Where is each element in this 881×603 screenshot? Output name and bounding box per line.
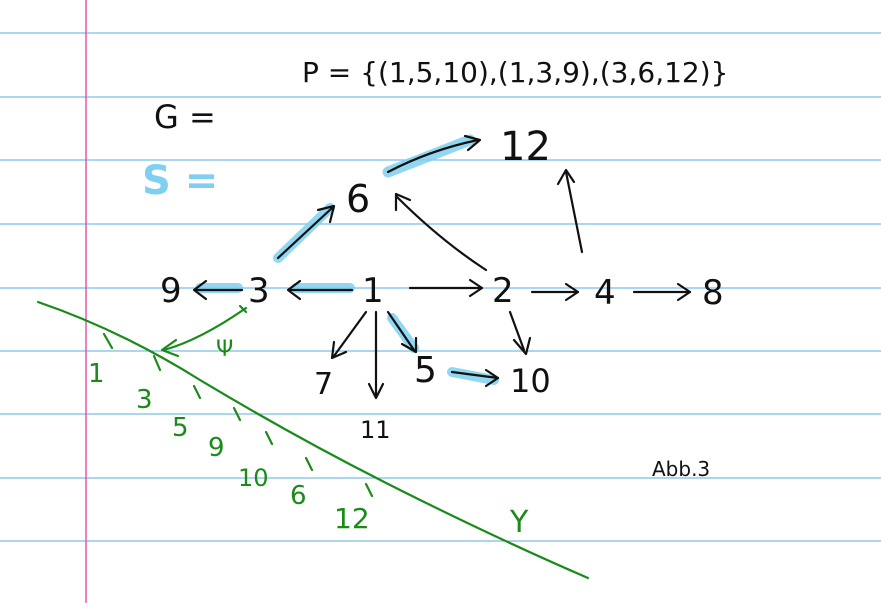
tick-label: 9 (208, 433, 225, 463)
label-g: G = (154, 98, 216, 136)
tick-label: 10 (238, 464, 269, 492)
edge-4-12 (564, 170, 584, 254)
tick-mark (364, 482, 374, 498)
node-11: 11 (360, 416, 391, 444)
arrowhead (400, 336, 418, 354)
tick-mark (192, 384, 202, 400)
tick-label: 5 (172, 413, 189, 443)
tick-mark (264, 430, 274, 446)
node-9: 9 (160, 271, 182, 311)
node-2: 2 (492, 271, 514, 311)
formula-p: P = {(1,5,10),(1,3,9),(3,6,12)} (302, 56, 728, 89)
tick-mark (232, 406, 242, 422)
edge-3-6 (276, 206, 334, 260)
node-7: 7 (314, 367, 333, 402)
edge-1-5 (386, 310, 416, 352)
green-line (36, 300, 590, 580)
arrowhead (286, 279, 302, 301)
graph-edges (192, 134, 692, 400)
highlighter-strokes (195, 134, 499, 385)
tick-label: 12 (334, 502, 370, 535)
arrowhead (676, 282, 692, 302)
tick-label: 3 (136, 385, 153, 415)
node-4: 4 (594, 273, 616, 313)
arrowhead (564, 282, 580, 302)
arrowhead (192, 279, 208, 301)
psi-arrow (162, 306, 248, 352)
arrowhead (556, 168, 576, 186)
node-5: 5 (414, 350, 437, 391)
edge-6-12 (386, 138, 480, 174)
arrowhead (160, 338, 180, 358)
tick-mark (304, 456, 314, 472)
node-1: 1 (362, 271, 384, 311)
arrowhead (484, 368, 500, 388)
node-8: 8 (702, 273, 724, 313)
tick-mark (152, 354, 162, 372)
psi-dot (238, 304, 248, 314)
figure-label: Abb.3 (652, 457, 710, 481)
node-3: 3 (248, 271, 270, 311)
edge-2-6 (394, 194, 488, 272)
edge-5-10 (450, 370, 500, 380)
tick-mark (102, 332, 114, 350)
arrowhead (512, 336, 532, 356)
arrowhead (463, 134, 482, 152)
arrowhead (330, 340, 348, 360)
arrowhead (316, 204, 336, 224)
arrowhead (367, 382, 385, 400)
arrowhead (394, 192, 412, 212)
node-12: 12 (500, 124, 551, 170)
green-labels: Ψ Y 1 3 5 9 10 6 12 (88, 337, 529, 540)
graph-nodes: 1 2 3 4 5 6 7 8 9 10 11 12 (160, 124, 724, 444)
line-y (36, 300, 590, 580)
tick-label: 6 (290, 481, 307, 511)
edge-1-7 (332, 310, 368, 358)
tick-label: 1 (88, 359, 105, 389)
node-10: 10 (510, 362, 551, 400)
label-s: S = (142, 158, 218, 204)
arrowhead (468, 278, 484, 298)
psi-label: Ψ (216, 337, 233, 362)
y-label: Y (509, 505, 529, 540)
edge-2-10 (508, 310, 526, 352)
node-6: 6 (346, 177, 370, 221)
